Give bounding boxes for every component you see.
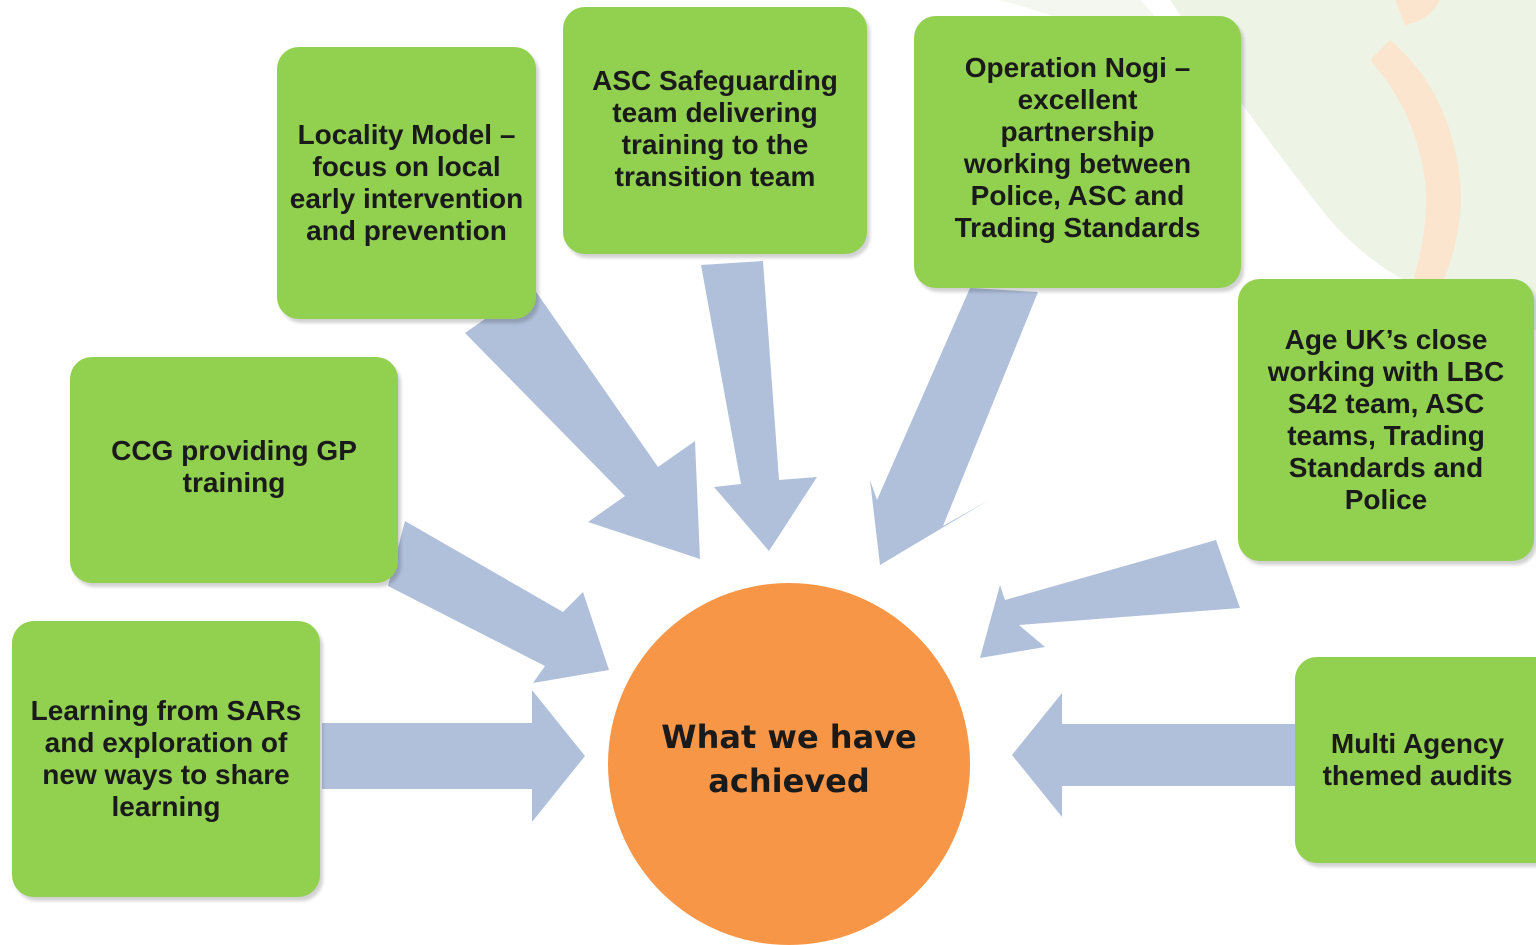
arrow-from-ccg-gp-training [388, 521, 609, 683]
box-label: Multi Agency themed audits [1322, 728, 1513, 791]
box-label: CCG providing GP training [111, 435, 357, 498]
box-label: Operation Nogi – excellent partnership w… [954, 52, 1201, 243]
box-operation-nogi: Operation Nogi – excellent partnership w… [914, 16, 1241, 288]
arrow-from-asc-safeguarding [701, 261, 817, 551]
arrow-from-learning-sars [322, 690, 585, 822]
box-label: Learning from SARs and exploration of ne… [30, 695, 302, 822]
center-label: What we have achieved [661, 718, 917, 800]
box-age-uk: Age UK’s close working with LBC S42 team… [1238, 279, 1534, 561]
arrow-from-multi-agency-audits [1012, 693, 1297, 817]
arrow-from-operation-nogi [870, 288, 1038, 565]
box-learning-sars: Learning from SARs and exploration of ne… [12, 621, 320, 897]
box-asc-safeguarding: ASC Safeguarding team delivering trainin… [563, 7, 867, 254]
arrow-from-age-uk [980, 540, 1240, 658]
center-circle: What we have achieved [608, 583, 970, 945]
box-ccg-gp-training: CCG providing GP training [70, 357, 398, 583]
box-multi-agency-audits: Multi Agency themed audits [1295, 657, 1536, 863]
box-label: ASC Safeguarding team delivering trainin… [592, 65, 838, 192]
box-locality-model: Locality Model – focus on local early in… [277, 47, 536, 319]
box-label: Locality Model – focus on local early in… [289, 119, 524, 246]
arrow-from-locality-model [465, 286, 700, 559]
box-label: Age UK’s close working with LBC S42 team… [1267, 324, 1505, 515]
